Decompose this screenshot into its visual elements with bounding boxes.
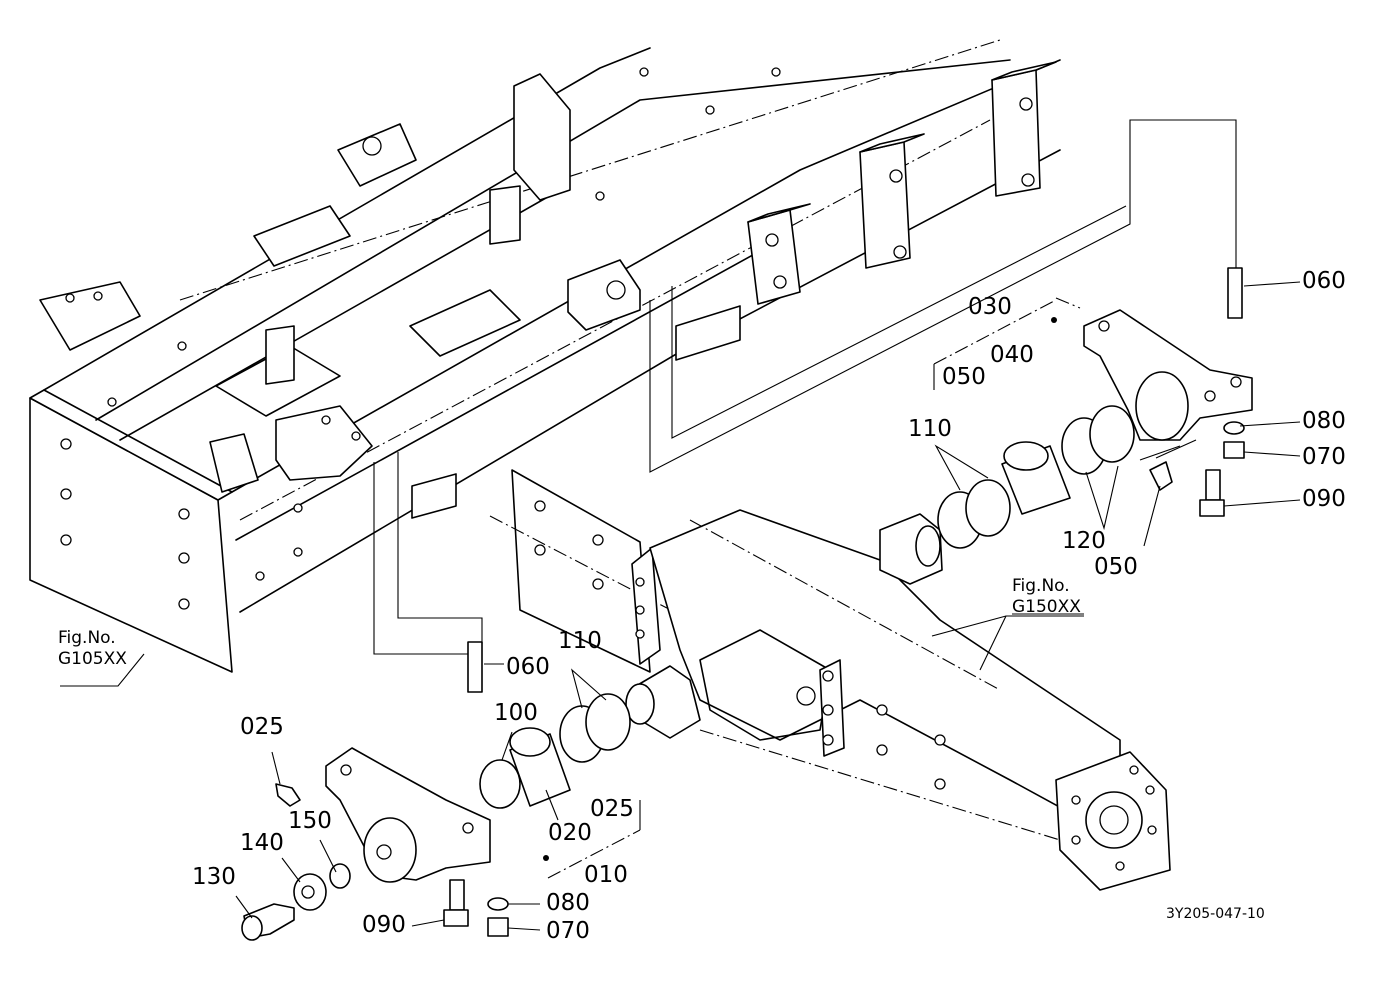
left-bracket-assembly [241,641,641,941]
part-label-010: 010 [584,862,628,888]
part-label-025-mid: 025 [590,796,634,822]
fig-ref-axle: Fig.No. G150XX [1012,576,1081,618]
part-label-080-left: 080 [546,890,590,916]
part-label-140: 140 [240,830,284,856]
leader-lines [60,281,1301,931]
part-label-070-left: 070 [546,918,590,944]
fig-ref-frame: Fig.No. G105XX [58,628,127,670]
part-label-130: 130 [192,864,236,890]
part-label-090-right: 090 [1302,486,1346,512]
part-label-120: 120 [1062,528,1106,554]
part-label-030: 030 [968,294,1012,320]
part-label-050-upper: 050 [942,364,986,390]
part-label-100: 100 [494,700,538,726]
part-label-060-right: 060 [1302,268,1346,294]
right-bracket-assembly [933,267,1253,549]
part-label-090-left: 090 [362,912,406,938]
frame-assembly [29,39,1061,673]
part-label-150: 150 [288,808,332,834]
drawing-code: 3Y205-047-10 [1166,906,1265,922]
part-label-070-right: 070 [1302,444,1346,470]
fig-ref-frame-line2: G105XX [58,649,127,669]
part-label-050-lower: 050 [1094,554,1138,580]
fig-ref-frame-line1: Fig.No. [58,628,116,648]
part-label-110-left: 110 [558,628,602,654]
part-label-040: 040 [990,342,1034,368]
part-label-060-left: 060 [506,654,550,680]
part-label-080-right: 080 [1302,408,1346,434]
part-label-020: 020 [548,820,592,846]
part-label-025-top: 025 [240,714,284,740]
part-label-110-right: 110 [908,416,952,442]
assembly-guide-lines [373,119,1237,655]
axle-housing [489,469,1171,891]
fig-ref-axle-line1: Fig.No. [1012,576,1070,596]
fig-ref-axle-line2: G150XX [1012,597,1081,617]
